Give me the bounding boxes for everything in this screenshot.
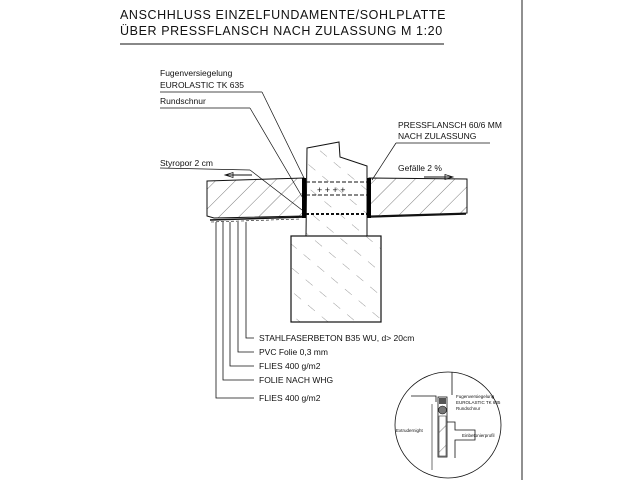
leader-line xyxy=(249,107,305,201)
slope-arrow-left xyxy=(223,171,252,179)
title-line-2: ÜBER PRESSFLANSCH NACH ZULASSUNG M 1:20 xyxy=(120,24,443,38)
leader-line xyxy=(371,142,397,181)
leader-line xyxy=(249,169,303,211)
detail-label-fugen: Fugenversiegelung xyxy=(456,394,495,399)
label-eurolastic: EUROLASTIC TK 635 xyxy=(160,80,244,90)
detail-circle xyxy=(394,371,502,479)
layer-label-1: STAHLFASERBETON B35 WU, d> 20cm xyxy=(259,333,414,343)
detail-label-extrudernight: Extrudernight xyxy=(396,428,424,433)
leader-line xyxy=(261,91,305,179)
slope-arrow-right xyxy=(424,173,455,181)
label-nach-zulassung: NACH ZULASSUNG xyxy=(398,131,476,141)
layer-label-3: FLIES 400 g/m2 xyxy=(259,361,321,371)
label-fugenversiegelung: Fugenversiegelung xyxy=(160,68,233,78)
detail-label-rundschnur: Rundschnur xyxy=(456,406,481,411)
label-pressflansch: PRESSFLANSCH 60/6 MM xyxy=(398,120,502,130)
layer-label-5: FLIES 400 g/m2 xyxy=(259,393,321,403)
pedestal: + + + + xyxy=(305,141,368,237)
label-gefaelle: Gefälle 2 % xyxy=(398,163,442,173)
layer-leaders xyxy=(215,222,254,399)
flange-bolts: + + + + xyxy=(317,185,346,195)
label-rundschnur: Rundschnur xyxy=(160,96,206,106)
label-styropor: Styropor 2 cm xyxy=(160,158,213,168)
single-foundation xyxy=(290,235,382,323)
detail-label-eurolastic: EUROLASTIC TK 635 xyxy=(456,400,501,405)
joint-seal-right xyxy=(367,178,371,218)
detail-label-einbetonierprofil: Einbetonierprofil xyxy=(462,433,495,438)
layer-label-4: FOLIE NACH WHG xyxy=(259,375,333,385)
joint-seal-left xyxy=(302,178,306,218)
layer-label-2: PVC Folie 0,3 mm xyxy=(259,347,328,357)
floor-slab xyxy=(206,177,468,223)
title-line-1: ANSCHHLUSS EINZELFUNDAMENTE/SOHLPLATTE xyxy=(120,8,446,22)
